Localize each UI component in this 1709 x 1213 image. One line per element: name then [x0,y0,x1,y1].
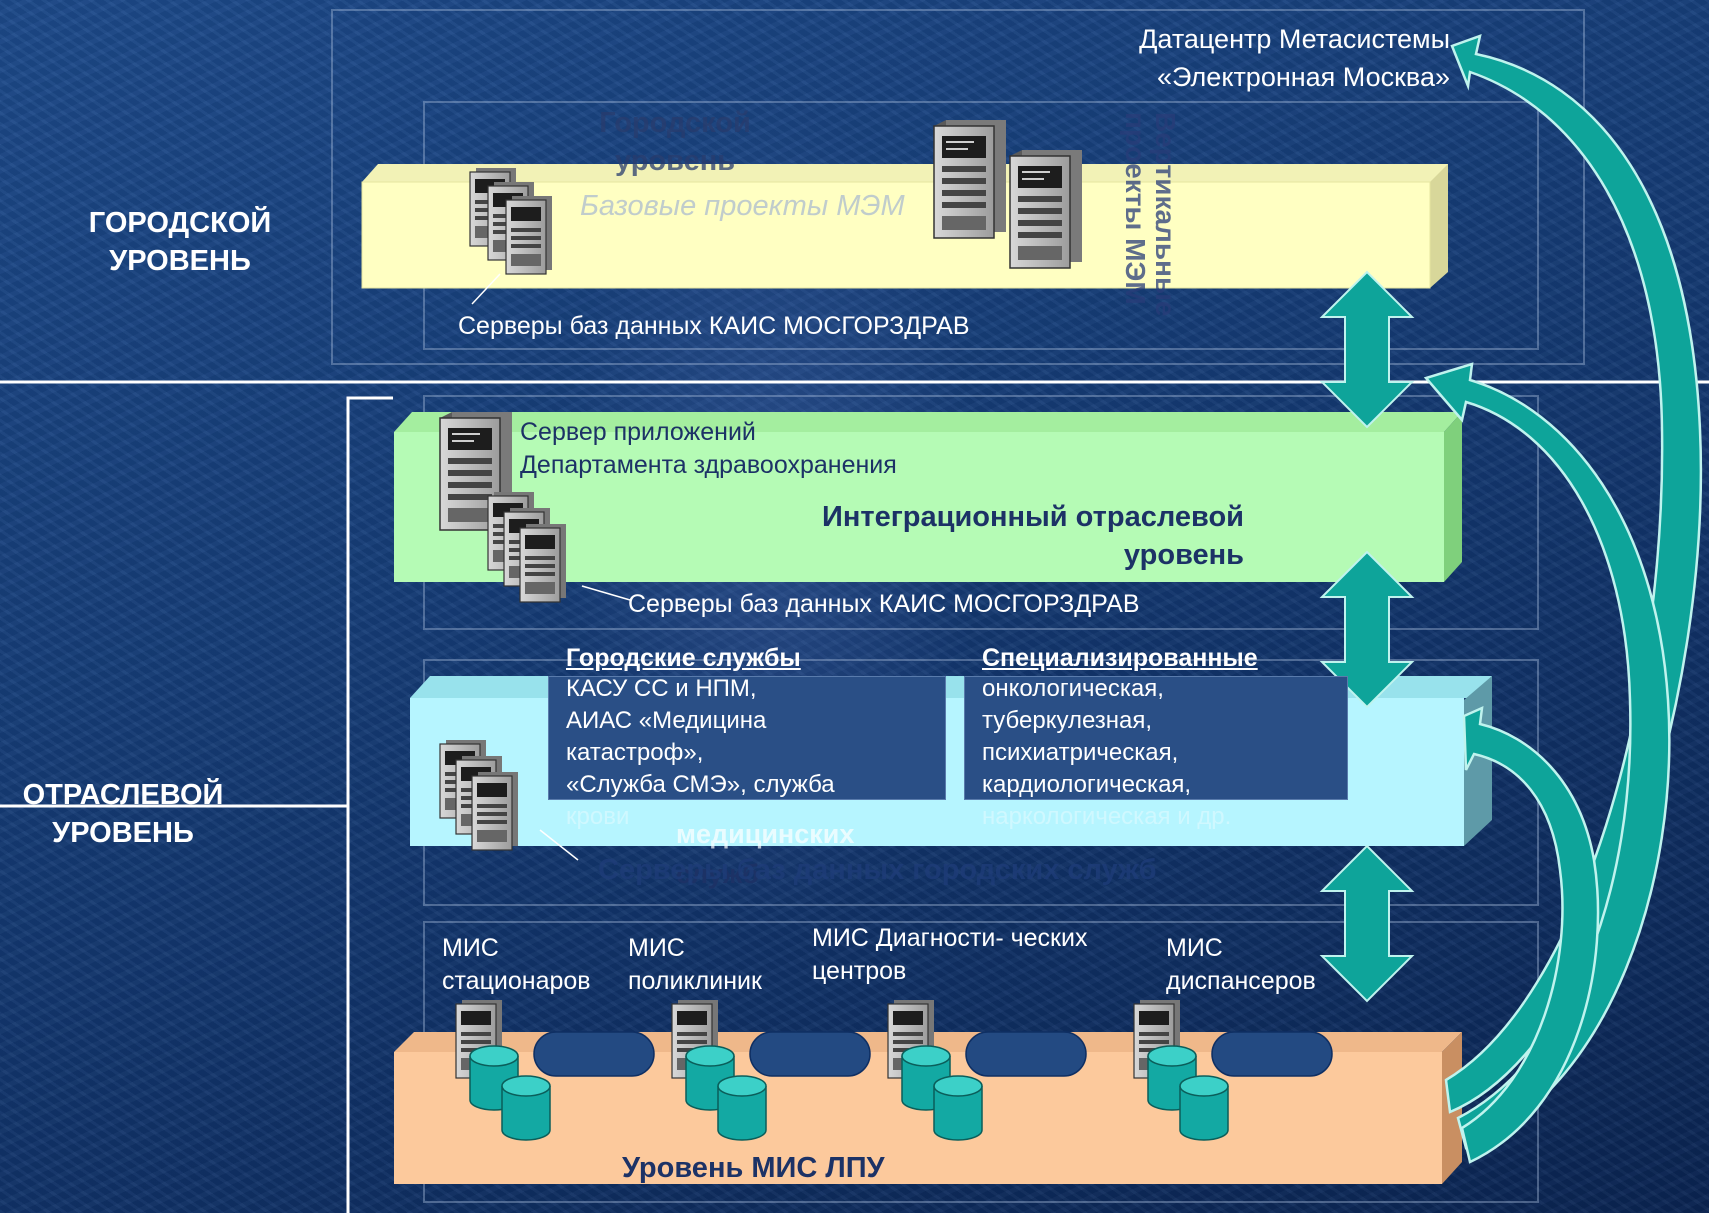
integration-db-servers-label: Серверы баз данных КАИС МОСГОРЗДРАВ [628,590,1140,618]
datacenter-label: Датацентр Метасистемы «Электронная Москв… [1060,20,1450,96]
mis-level-title: Уровень МИС ЛПУ [622,1152,885,1184]
city-services-list: Городские службы КАСУ СС и НПМ, АИАС «Ме… [566,644,835,833]
base-projects-label: Базовые проекты МЭМ [580,190,905,222]
app-server-line: Сервер приложений [520,418,756,446]
city-service-item: КАСУ СС и НПМ, [566,675,757,702]
special-service-item: наркологическая и др. [982,803,1232,830]
vertical-projects-label: Вертикальные проекты МЭМ [1120,112,1181,348]
mis-hospitals-label: МИС стационаров [442,932,591,998]
mis-hospitals-line: МИС [442,934,499,962]
services-layer-title-line: служб [676,859,759,889]
app-server-label: Сервер приложений Департамента здравоохр… [520,416,897,482]
special-service-item: туберкулезная, [982,707,1153,734]
vertical-projects-line: Вертикальные [1150,112,1181,317]
app-server-line: Департамента здравоохранения [520,451,897,479]
integration-title-line: уровень [1123,539,1244,571]
special-services-heading: Специализированные [982,644,1258,672]
city-db-servers-label: Серверы баз данных КАИС МОСГОРЗДРАВ [458,312,970,340]
services-layer-title: медицинских служб [676,814,854,894]
branch-level-label-line: ОТРАСЛЕВОЙ [22,779,224,811]
mis-dispensaries-line: МИС [1166,934,1223,962]
special-services-list: Специализированные онкологическая, тубер… [982,644,1258,833]
city-inner-title-line: Городской [599,107,751,139]
special-service-item: психиатрическая, [982,739,1179,766]
integration-title-line: Интеграционный отраслевой [822,501,1244,533]
mis-diagnostic-line: центров [812,957,907,985]
special-service-item: кардиологическая, [982,771,1192,798]
branch-level-label: ОТРАСЛЕВОЙ УРОВЕНЬ [0,776,246,852]
branch-level-label-line: УРОВЕНЬ [52,817,194,849]
curved-arrow-icon [1460,705,1600,1164]
city-services-heading: Городские службы [566,644,801,672]
city-level-label-line: ГОРОДСКОЙ [88,207,272,239]
special-service-item: онкологическая, [982,675,1164,702]
curved-arrow-icon [1423,362,1671,1150]
city-level-label: ГОРОДСКОЙ УРОВЕНЬ [60,204,300,280]
vertical-projects-line: проекты МЭМ [1120,112,1151,305]
datacenter-line: Датацентр Метасистемы [1139,24,1450,54]
integration-title: Интеграционный отраслевой уровень [740,498,1244,574]
mis-clinics-line: МИС [628,934,685,962]
datacenter-line: «Электронная Москва» [1157,62,1450,92]
server-icon [1009,149,1083,269]
mis-dispensaries-label: МИС диспансеров [1166,932,1316,998]
city-level-label-line: УРОВЕНЬ [109,245,251,277]
city-inner-title-line: уровень [614,145,736,177]
mis-hospitals-line: стационаров [442,967,591,995]
mis-diagnostic-label: МИС Диагности- ческих центров [812,922,1087,988]
mis-clinics-line: поликлиник [628,967,762,995]
special-services-box [964,676,1348,800]
city-inner-title: Городской уровень [540,104,810,180]
mis-clinics-label: МИС поликлиник [628,932,762,998]
services-layer-title-line: медицинских [676,819,855,849]
city-services-box [548,676,946,800]
server-icon [933,119,1007,239]
city-service-item: катастроф», [566,739,704,766]
double-arrow-icon [1321,845,1413,1002]
mis-dispensaries-line: диспансеров [1166,967,1316,995]
city-service-item: «Служба СМЭ», служба [566,771,835,798]
server-icon [505,195,553,275]
server-icon [519,523,567,603]
server-icon [471,771,519,851]
services-db-servers-label: Серверы баз данных городских служб [598,854,1157,886]
city-service-item: АИАС «Медицина [566,707,767,734]
city-service-item: крови [566,803,630,830]
mis-diagnostic-line: МИС Диагности- ческих [812,924,1088,952]
